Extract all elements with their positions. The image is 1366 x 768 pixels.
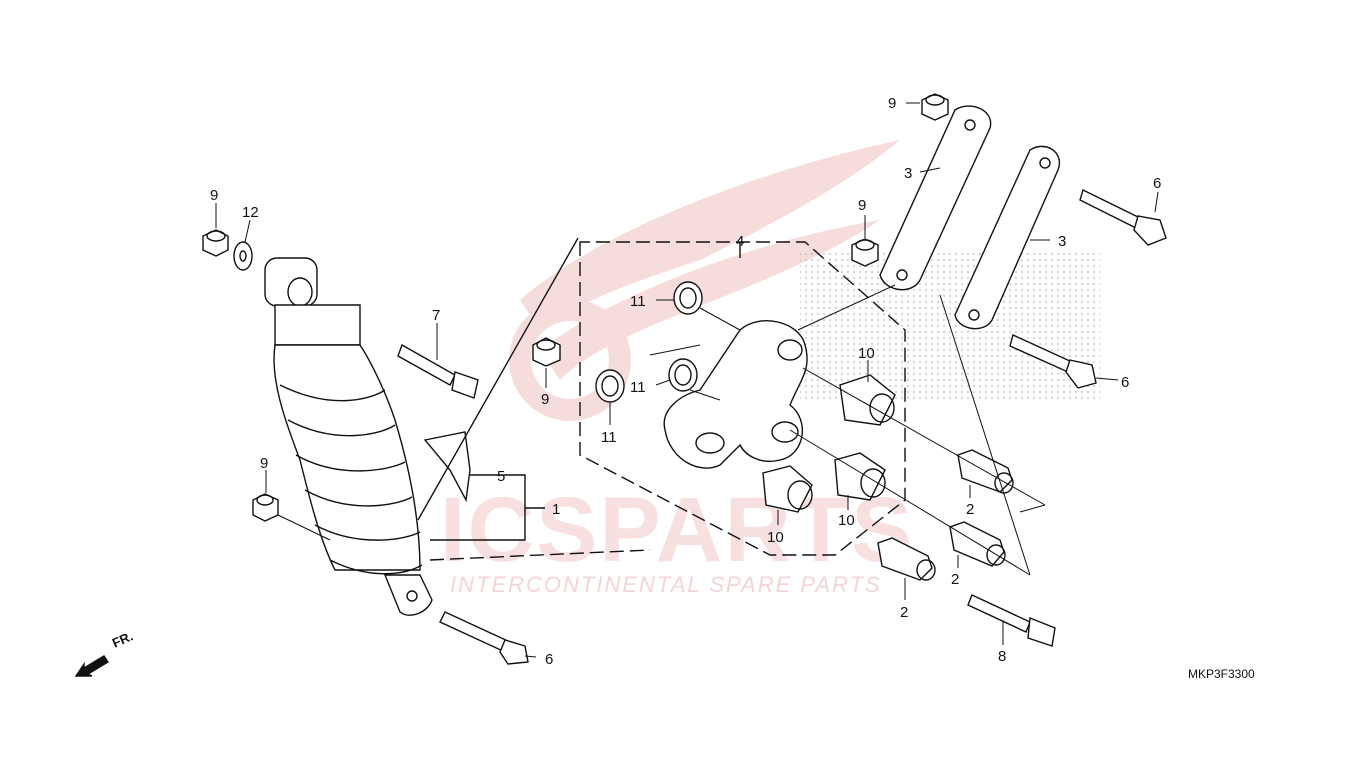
callout-5: 5 (497, 468, 505, 485)
collar-2-b (949, 521, 1006, 567)
callout-3-front: 3 (904, 165, 912, 182)
bolt-6-lower (439, 611, 529, 665)
bolt-6-mid-right (1009, 334, 1097, 389)
callout-1: 1 (552, 501, 560, 518)
leader-lines (215, 102, 1159, 658)
callout-8: 8 (998, 648, 1006, 665)
rod-3-front (879, 105, 992, 291)
callout-2-b: 2 (951, 571, 959, 588)
rod-3-rear (954, 145, 1061, 330)
bolt-8 (967, 594, 1056, 647)
callout-2-a: 2 (966, 501, 974, 518)
bolt-7 (397, 343, 479, 399)
collar-2-c (877, 537, 936, 581)
washer-12 (233, 241, 253, 271)
callout-9-left: 9 (260, 455, 268, 472)
callout-6-lower: 6 (545, 651, 553, 668)
callout-6-upper-right: 6 (1153, 175, 1161, 192)
callout-11-left: 11 (601, 429, 617, 446)
bearing-10-c (762, 465, 813, 513)
callout-10-a: 10 (858, 345, 875, 362)
callout-11-top: 11 (630, 293, 646, 310)
seal-11-left (595, 369, 625, 403)
nut-upper-right (921, 93, 949, 121)
seal-11-mid (668, 358, 698, 392)
callout-9-upper-right: 9 (888, 95, 896, 112)
nut-9-mid (851, 238, 879, 267)
callout-3-rear: 3 (1058, 233, 1066, 250)
callout-10-b: 10 (838, 512, 855, 529)
nut-upper-left (202, 229, 229, 257)
arm-outline (579, 241, 906, 556)
callout-4: 4 (736, 233, 744, 250)
callout-7: 7 (432, 307, 440, 324)
seal-11-top (673, 281, 703, 315)
callout-9-center: 9 (541, 391, 549, 408)
nut-center-9 (532, 337, 561, 367)
bolt-6-upper-right (1079, 189, 1167, 246)
callout-9-mid: 9 (858, 197, 866, 214)
front-arrow-icon (74, 655, 109, 677)
callout-11-mid: 11 (630, 379, 646, 396)
callout-2-c: 2 (900, 604, 908, 621)
watermark-tagline: INTERCONTINENTAL SPARE PARTS (450, 572, 882, 597)
callout-9-upper-left: 9 (210, 187, 218, 204)
callout-6-mid-right: 6 (1121, 374, 1129, 391)
nut-left-9 (252, 493, 279, 522)
diagram-code: MKP3F3300 (1188, 667, 1255, 681)
shock-absorber (264, 257, 433, 616)
watermark-brand: ICSPARTS (440, 479, 915, 581)
callout-10-c: 10 (767, 529, 784, 546)
callout-12: 12 (242, 204, 259, 221)
